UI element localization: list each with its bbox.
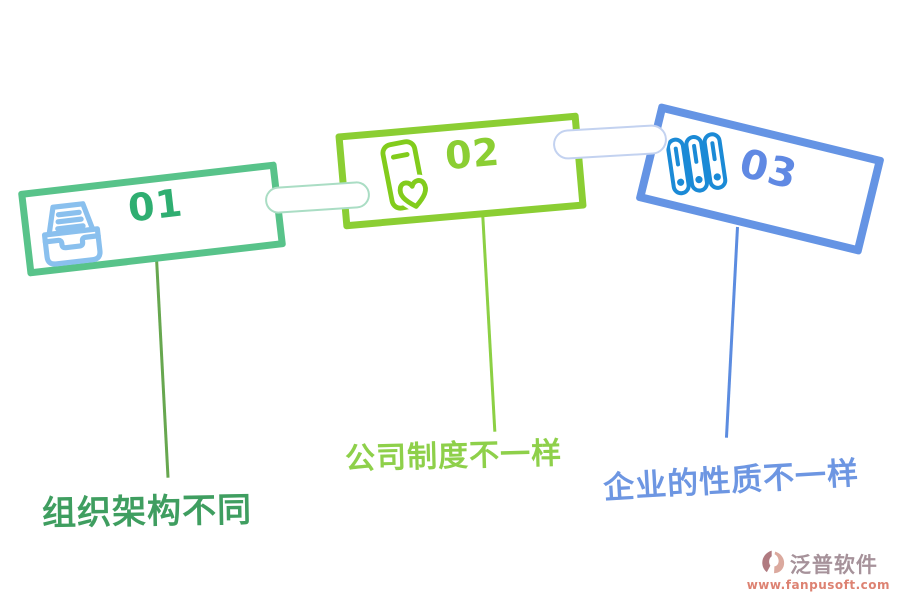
watermark-brand-name: 泛普软件 xyxy=(789,553,878,577)
step2-box: 02 xyxy=(335,112,587,230)
step2-number: 02 xyxy=(443,129,502,179)
fanpu-logo-icon xyxy=(759,548,787,580)
step1-box: 01 xyxy=(17,161,287,277)
watermark-url: www.fanpusoft.com xyxy=(746,578,890,592)
step2-connector-line xyxy=(481,210,497,432)
step3-label: 企业的性质不一样 xyxy=(602,455,861,507)
phone-heart-icon xyxy=(367,134,447,230)
step1-number: 01 xyxy=(125,180,186,231)
step3-box: 03 xyxy=(635,102,885,256)
step3-number: 03 xyxy=(734,140,802,199)
step3-connector-line xyxy=(724,226,739,438)
binders-icon xyxy=(653,111,746,221)
step1-label: 组织架构不同 xyxy=(41,490,253,534)
watermark: 泛普软件 www.fanpusoft.com xyxy=(747,548,890,592)
step1-connector-line xyxy=(155,257,170,478)
step2-label: 公司制度不一样 xyxy=(344,436,563,477)
inbox-icon xyxy=(30,194,112,280)
